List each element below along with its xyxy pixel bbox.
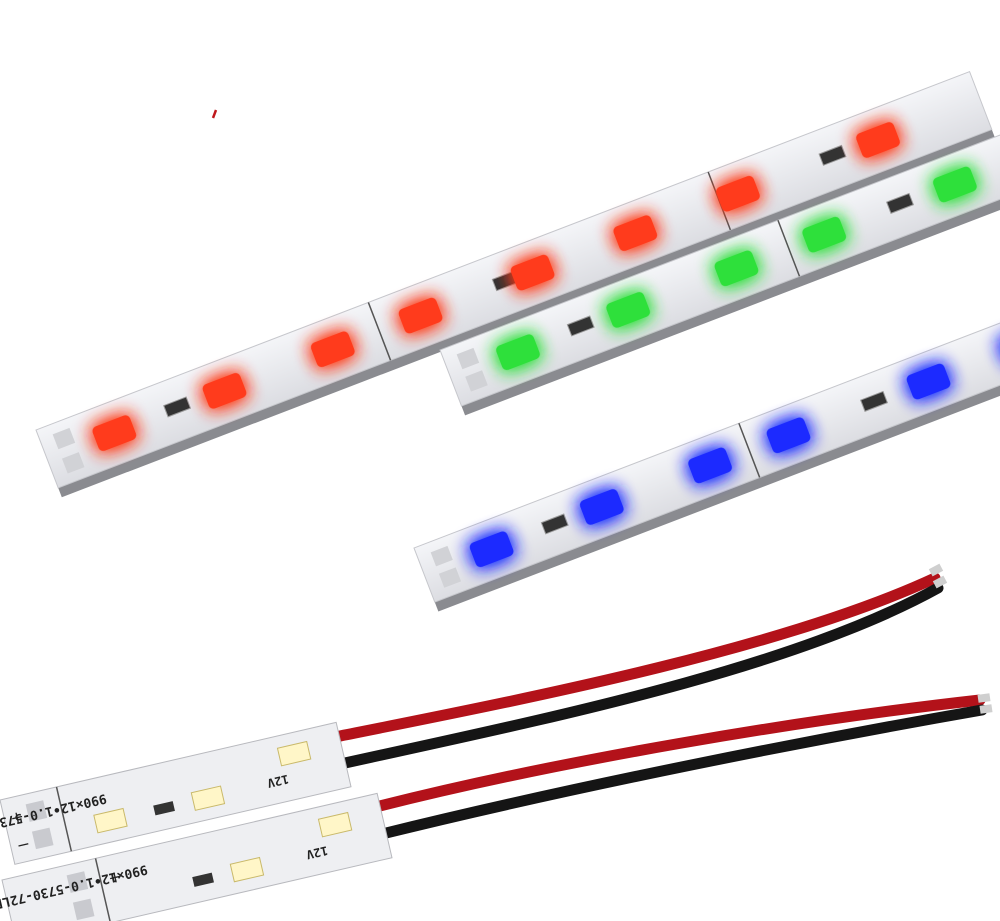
- solder-pad: [31, 827, 54, 850]
- green-led-strip: [439, 98, 1000, 416]
- white-led: [93, 807, 128, 834]
- segment-divider: [55, 786, 73, 852]
- solder-pad: [430, 545, 453, 567]
- plus-label: +: [8, 806, 25, 828]
- white-led-strip-1: 990×12•1.0-5730-72LED 12V + −: [0, 721, 352, 865]
- solder-pad: [61, 452, 85, 474]
- red-led: [510, 254, 555, 291]
- voltage-label: 12V: [305, 843, 329, 862]
- wire-tip: [928, 563, 944, 577]
- white-led: [317, 811, 353, 838]
- blue-led: [579, 489, 624, 525]
- white-led: [190, 785, 226, 811]
- red-led: [310, 331, 355, 368]
- power-wires: [324, 563, 993, 841]
- voltage-label: 12V: [266, 772, 290, 791]
- red-led: [92, 415, 137, 451]
- resistor: [566, 315, 595, 337]
- red-led: [856, 122, 900, 158]
- wire-tip: [979, 704, 993, 714]
- resistor: [192, 872, 214, 887]
- solder-pad: [465, 370, 488, 392]
- solder-pad: [456, 347, 480, 370]
- red-led: [716, 175, 760, 212]
- wire-black-2: [372, 704, 988, 841]
- stray-mark: [211, 109, 218, 119]
- solder-pad: [72, 898, 95, 921]
- red-led-strip: [35, 70, 996, 498]
- segment-divider: [94, 858, 112, 921]
- white-led: [229, 856, 265, 883]
- green-led: [802, 216, 847, 253]
- green-led: [933, 166, 977, 203]
- resistor: [540, 513, 569, 535]
- plus-label: +: [106, 866, 123, 888]
- red-led: [613, 215, 658, 252]
- white-led-strip-2: 990×12•1.0-5730-72LED 12V +: [0, 792, 393, 921]
- green-led: [496, 334, 540, 371]
- solder-pad: [52, 427, 76, 450]
- blue-led: [766, 417, 811, 454]
- wire-tip: [932, 575, 948, 589]
- blue-led: [469, 531, 514, 568]
- minus-label: −: [15, 834, 32, 856]
- green-led: [606, 292, 651, 328]
- wire-red-2: [366, 694, 986, 814]
- solder-pad: [25, 800, 48, 822]
- green-led: [714, 250, 759, 287]
- white-led: [276, 740, 312, 767]
- blue-led-strip: [413, 296, 1000, 612]
- blue-led: [906, 363, 951, 400]
- wire-red-1: [324, 572, 941, 744]
- resistor: [818, 144, 847, 166]
- resistor: [886, 192, 915, 214]
- wire-tip: [977, 693, 991, 703]
- solder-pad: [438, 567, 462, 588]
- segment-divider: [777, 220, 801, 277]
- resistor: [163, 396, 192, 418]
- segment-divider: [367, 302, 392, 361]
- wire-black-1: [330, 582, 944, 771]
- white-strip-pcb: [0, 721, 352, 865]
- white-strip-pcb: [1, 792, 393, 921]
- resistor: [860, 390, 889, 412]
- solder-pad: [66, 871, 89, 893]
- blue-led: [688, 447, 732, 484]
- red-led: [202, 373, 247, 409]
- resistor: [153, 801, 175, 816]
- red-led: [398, 297, 443, 334]
- segment-divider: [738, 423, 761, 478]
